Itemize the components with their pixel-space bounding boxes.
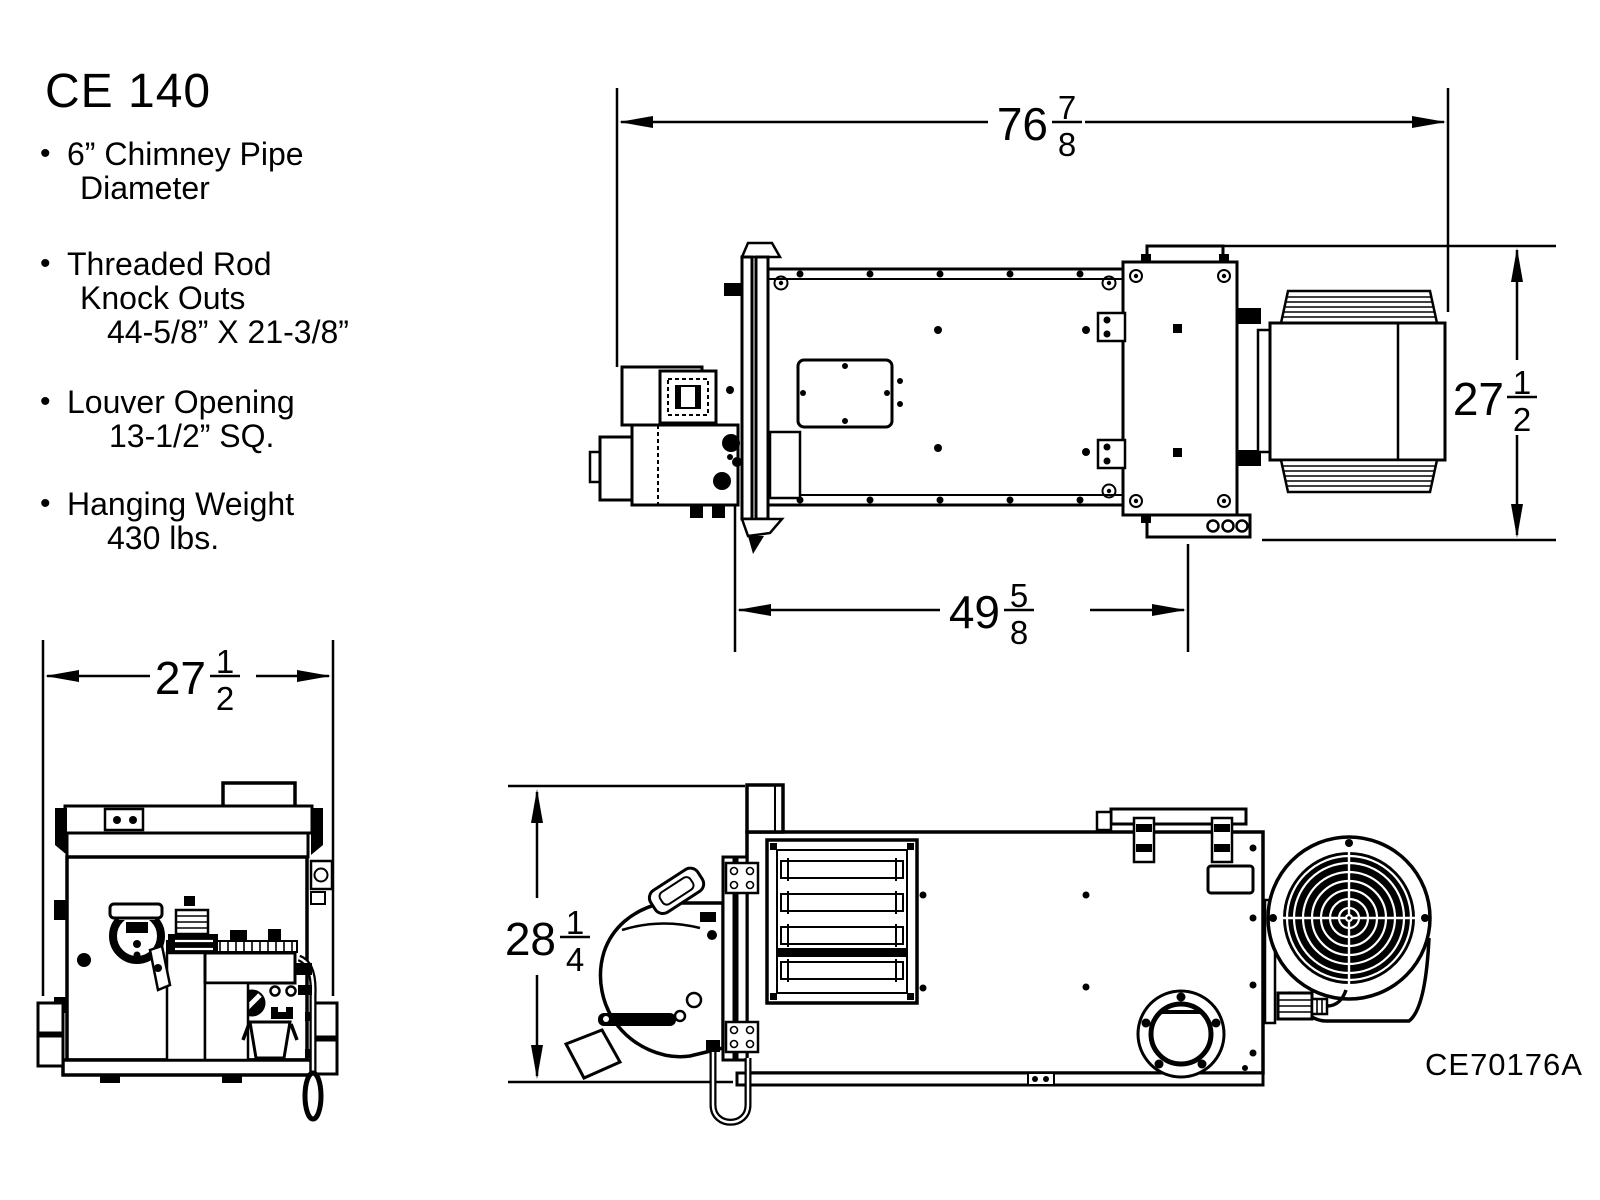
burner-machinery-front bbox=[77, 896, 324, 1122]
bullet-hanging-weight: • Hanging Weight 430 lbs. bbox=[40, 487, 294, 555]
dim-overall-width-whole: 27 bbox=[1453, 373, 1504, 425]
hanger-bracket bbox=[36, 1001, 65, 1035]
louver-grille bbox=[765, 838, 919, 1005]
bullet-chimney-pipe: • 6” Chimney Pipe Diameter bbox=[40, 137, 304, 205]
bullet-line: 6” Chimney Pipe bbox=[67, 136, 304, 172]
blower-fan-side bbox=[1263, 835, 1432, 1025]
bullet-threaded-rod: • Threaded Rod Knock Outs 44-5/8” X 21-3… bbox=[40, 247, 349, 349]
bullet-line: Hanging Weight bbox=[67, 486, 295, 522]
dim-overall-length-numerator: 7 bbox=[1058, 89, 1076, 126]
bullet-line: Diameter bbox=[80, 170, 210, 206]
dim-body-length-numerator: 5 bbox=[1010, 577, 1028, 614]
dim-body-length-denominator: 8 bbox=[1010, 614, 1028, 651]
burner-foot bbox=[563, 1028, 623, 1080]
dim-overall-width: 27 1 2 bbox=[1223, 244, 1556, 542]
bullet-louver-opening: • Louver Opening 13-1/2” SQ. bbox=[40, 385, 295, 453]
name-plate bbox=[1206, 864, 1255, 895]
bullet-line: 13-1/2” SQ. bbox=[109, 418, 275, 454]
dim-overall-length-whole: 76 bbox=[997, 98, 1048, 150]
burner-label bbox=[598, 1013, 676, 1026]
dim-unit-height-denominator: 4 bbox=[566, 941, 584, 978]
page-title: CE 140 bbox=[45, 65, 212, 118]
dim-unit-height-numerator: 1 bbox=[566, 904, 584, 941]
burner-assembly-top bbox=[588, 365, 740, 518]
dim-overall-length: 76 7 8 bbox=[615, 88, 1450, 367]
dim-front-width-denominator: 2 bbox=[216, 680, 234, 717]
chimney-collar-top bbox=[1145, 244, 1225, 264]
access-panel bbox=[796, 358, 894, 429]
dim-overall-width-numerator: 1 bbox=[1513, 364, 1531, 401]
dim-front-width-whole: 27 bbox=[155, 652, 206, 704]
front-view: 27 1 2 bbox=[36, 640, 339, 1122]
dim-body-length-whole: 49 bbox=[949, 586, 1000, 638]
igniter-cap bbox=[108, 902, 164, 920]
discharge-port bbox=[1136, 989, 1226, 1079]
dim-front-width: 27 1 2 bbox=[41, 640, 335, 996]
side-view: 28 1 4 bbox=[505, 783, 1583, 1126]
bullet-dot: • bbox=[40, 487, 51, 520]
dim-unit-height: 28 1 4 bbox=[505, 784, 745, 1084]
bullet-line: Threaded Rod bbox=[67, 246, 272, 282]
drawing-code: CE70176A bbox=[1425, 1047, 1583, 1082]
conduit-loop bbox=[302, 1070, 324, 1122]
blower-motor-top bbox=[1237, 289, 1447, 494]
dim-unit-height-whole: 28 bbox=[505, 913, 556, 965]
funnel bbox=[248, 1020, 292, 1060]
dim-overall-length-denominator: 8 bbox=[1058, 126, 1076, 163]
bullet-dot: • bbox=[40, 137, 51, 170]
bullet-line: 44-5/8” X 21-3/8” bbox=[107, 314, 349, 350]
hanger-bracket bbox=[36, 1034, 65, 1068]
chimney-stub-side bbox=[745, 783, 785, 834]
bullet-line: Knock Outs bbox=[80, 280, 246, 316]
top-view: 76 7 8 27 1 2 bbox=[588, 88, 1556, 652]
fan-section-top bbox=[1096, 244, 1252, 539]
bullet-dot: • bbox=[40, 385, 51, 418]
bullet-line: Louver Opening bbox=[67, 384, 295, 420]
motor-cap bbox=[184, 896, 195, 906]
heater-body-top bbox=[766, 267, 1125, 507]
dim-body-length: 49 5 8 bbox=[733, 505, 1190, 652]
dim-overall-width-denominator: 2 bbox=[1513, 401, 1531, 438]
bullet-dot: • bbox=[40, 247, 51, 280]
burner-assembly-side bbox=[563, 855, 760, 1126]
bullet-line: 430 lbs. bbox=[107, 520, 220, 556]
dim-front-width-numerator: 1 bbox=[216, 643, 234, 680]
control-box bbox=[203, 951, 297, 985]
conduit-side bbox=[709, 1052, 752, 1126]
